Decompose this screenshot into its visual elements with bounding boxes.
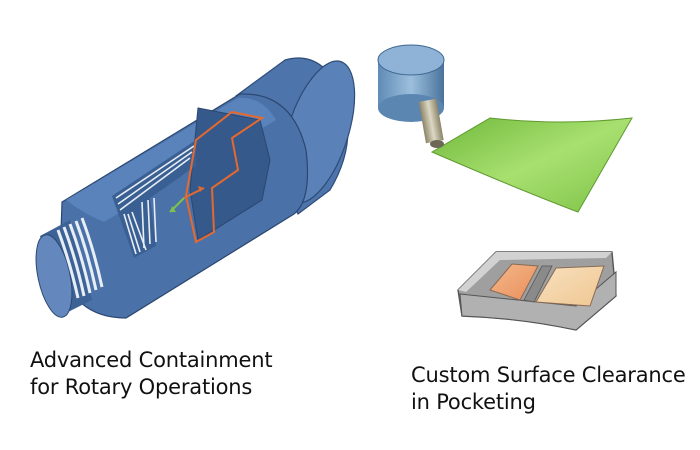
axis-triad-icon [169,186,205,213]
caption-rotary-line2: for Rotary Operations [30,375,253,399]
pocket-front-wall [459,270,617,331]
end-mill-icon [377,44,445,148]
caption-pocketing-line1: Custom Surface Clearance [411,363,686,387]
pocket-illustration [457,251,617,331]
caption-rotary-operations: Advanced Containment for Rotary Operatio… [30,347,273,401]
green-surface [430,117,633,213]
caption-rotary-line1: Advanced Containment [30,348,273,372]
pocket-floor-right [535,265,605,307]
caption-surface-clearance: Custom Surface Clearance in Pocketing [411,362,686,416]
thread-end [35,217,104,318]
pocket-rim-top [458,252,612,292]
surface-finishing-illustration [377,44,633,213]
containment-boundary [184,110,265,244]
pocket-divider [523,265,553,303]
caption-pocketing-line2: in Pocketing [411,390,536,414]
toolpath-lines [115,145,195,255]
rotary-part-illustration [35,57,356,319]
pocket-floor-left [489,263,539,301]
